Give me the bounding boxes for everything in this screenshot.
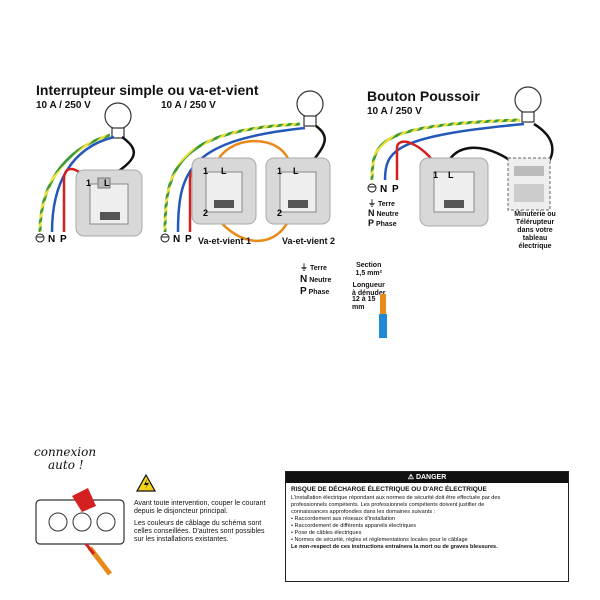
earth-symbol-icon: ⏚ [300, 263, 308, 272]
timer-relay-box [507, 157, 551, 211]
electric-warning-icon [136, 474, 156, 492]
title-pushbutton: Bouton Poussoir [367, 88, 480, 104]
svg-text:P: P [60, 234, 67, 245]
svg-text:P: P [185, 234, 192, 245]
svg-text:L: L [448, 170, 454, 180]
rating-pushbutton: 10 A / 250 V [367, 106, 422, 117]
earth-symbol-icon [160, 233, 170, 243]
svg-text:L: L [293, 166, 299, 176]
earth-wire-1 [38, 133, 111, 233]
danger-title: RISQUE DE DÉCHARGE ÉLECTRIQUE OU D'ARC É… [291, 486, 487, 493]
switch-device-2 [191, 157, 257, 225]
terminal-l-label: L [104, 178, 110, 188]
svg-text:L: L [221, 166, 227, 176]
svg-text:1: 1 [203, 166, 208, 176]
svg-text:2: 2 [277, 208, 282, 218]
bulb-icon [296, 90, 324, 127]
svg-text:N: N [380, 184, 387, 195]
svg-text:N: N [48, 234, 55, 245]
rating-single: 10 A / 250 V [36, 100, 91, 111]
pushbutton-device [419, 157, 489, 227]
earth-wire-3 [370, 118, 521, 181]
title-single-switch: Interrupteur simple ou va-et-vient [36, 82, 259, 98]
danger-header: ⚠ DANGER [286, 472, 568, 483]
svg-text:2: 2 [203, 208, 208, 218]
connector-illustration-icon [35, 488, 125, 576]
wire-strip-icon [379, 294, 387, 338]
bulb-icon [514, 86, 542, 123]
wiring-diagram: 1 L 1 2 L 1 2 L 1 L [35, 86, 554, 245]
wire-spec: Section 1,5 mm² Longueur à dénuder [352, 262, 386, 297]
earth-symbol-icon [35, 233, 45, 243]
warning-text: Avant toute intervention, couper le cour… [134, 500, 266, 543]
earth-symbol-icon [367, 183, 377, 193]
svg-text:N: N [173, 234, 180, 245]
connexion-auto-label: connexion auto ! [34, 445, 97, 472]
earth-wire-2 [163, 122, 301, 233]
svg-text:1: 1 [433, 170, 438, 180]
svg-text:1: 1 [277, 166, 282, 176]
strip-length: 12 à 15 mm [352, 296, 376, 311]
timer-caption: Minuterie ou Télérupteur dans votre tabl… [514, 211, 556, 250]
legend-center: ⏚ Terre N Neutre P Phase [300, 263, 332, 297]
terminal-1-label: 1 [86, 178, 91, 188]
rating-two-way: 10 A / 250 V [161, 100, 216, 111]
switch-device-3 [265, 157, 331, 225]
bulb-icon [104, 102, 132, 139]
svg-text:P: P [392, 184, 399, 195]
danger-notice: ⚠ DANGER RISQUE DE DÉCHARGE ÉLECTRIQUE O… [285, 471, 569, 582]
earth-symbol-icon: ⏚ [368, 199, 376, 208]
label-va-et-vient-2: Va-et-vient 2 [282, 236, 336, 246]
switch-device-1 [75, 169, 143, 237]
legend-right: ⏚ Terre N Neutre P Phase [368, 199, 399, 229]
label-va-et-vient-1: Va-et-vient 1 [198, 236, 252, 246]
neutral-wire-3 [383, 122, 525, 181]
danger-body: L'installation électrique répondant aux … [291, 495, 501, 550]
